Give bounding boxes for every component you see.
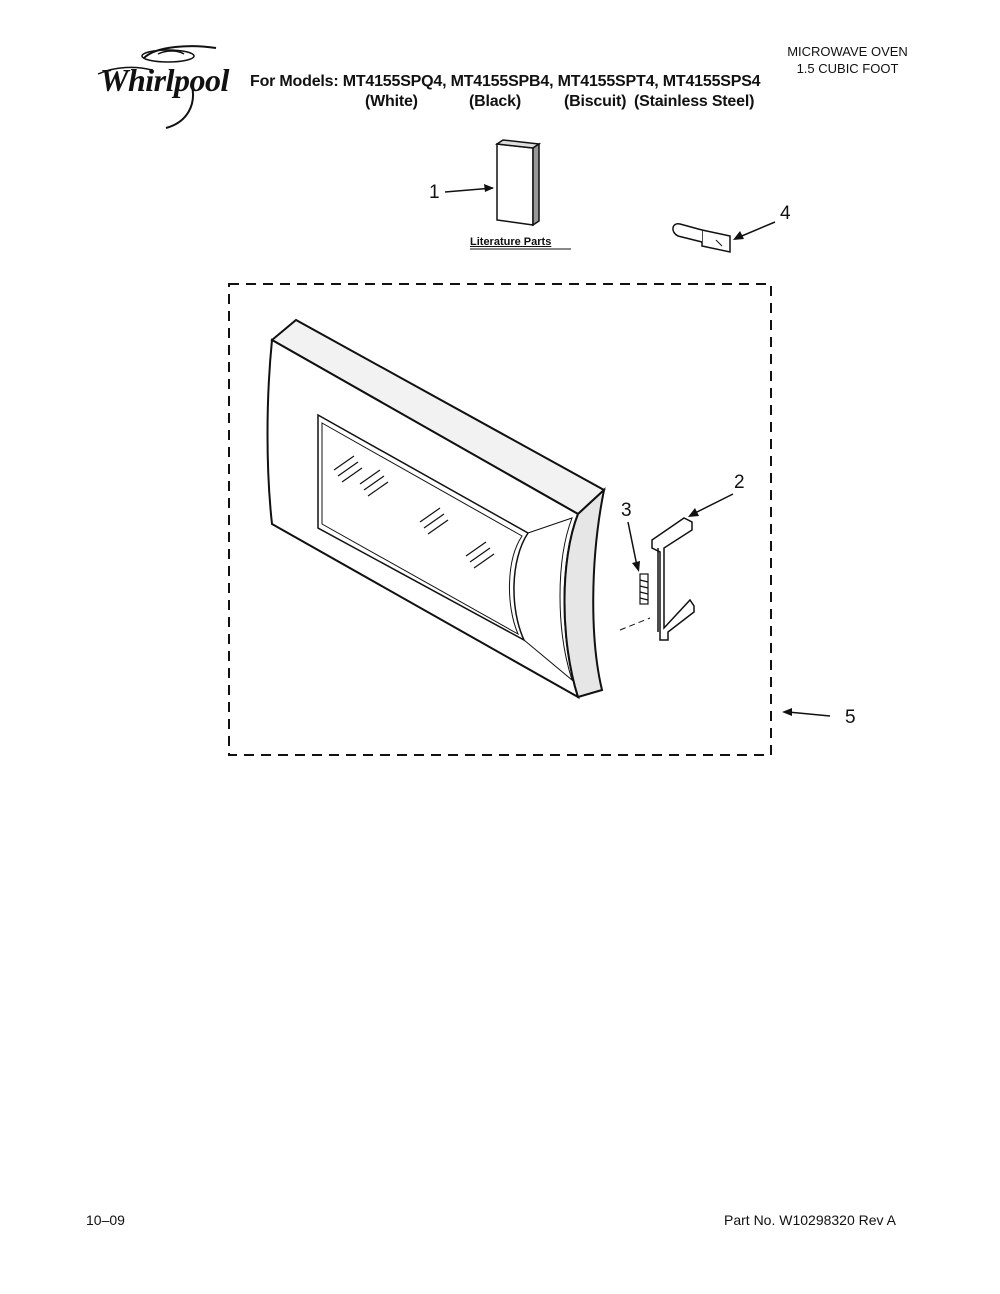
bracket-part xyxy=(672,223,731,253)
callout-2: 2 xyxy=(734,472,745,493)
product-type: MICROWAVE OVEN xyxy=(787,44,908,59)
product-capacity: 1.5 CUBIC FOOT xyxy=(796,61,899,76)
whirlpool-logo xyxy=(97,45,217,129)
color-biscuit: (Biscuit) xyxy=(564,93,627,110)
part-number: Part No. W10298320 Rev A xyxy=(724,1212,896,1228)
color-stainless-steel: (Stainless Steel) xyxy=(634,93,755,110)
color-white: (White) xyxy=(365,93,418,110)
models-line: For Models: MT4155SPQ4, MT4155SPB4, MT41… xyxy=(250,73,761,90)
callout-5: 5 xyxy=(845,707,856,728)
callout-3: 3 xyxy=(621,500,632,521)
literature-booklet xyxy=(494,139,542,227)
callout-1: 1 xyxy=(429,182,440,203)
color-black: (Black) xyxy=(469,93,521,110)
microwave-door xyxy=(266,318,606,700)
door-latch xyxy=(651,517,695,641)
latch-spring xyxy=(639,573,649,605)
callout-4: 4 xyxy=(780,203,791,224)
date-code: 10–09 xyxy=(86,1212,125,1228)
literature-parts-label: Literature Parts xyxy=(470,236,552,248)
whirlpool-logo-text: Whirlpool xyxy=(100,62,229,98)
window-glare-marks xyxy=(333,455,495,569)
door-assembly-boundary xyxy=(228,283,772,756)
